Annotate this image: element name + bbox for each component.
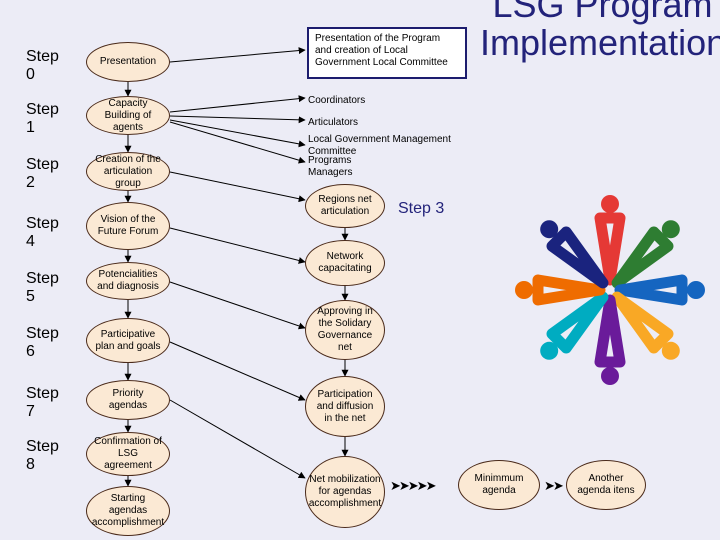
node-presentation: Presentation	[86, 42, 170, 82]
program-presentation-box: Presentation of the Program and creation…	[307, 27, 467, 79]
arrow-cross-1b	[169, 115, 306, 124]
arrow-cross-6	[169, 341, 306, 401]
page-title: LSG Program Implementation	[480, 0, 720, 63]
arrow-cross-1d	[169, 121, 306, 164]
step-label-2: Step 2	[26, 156, 59, 191]
chevrons-to-another-agenda: ➤➤	[544, 478, 564, 493]
arrow-cross-1c	[169, 119, 306, 148]
node-net-mobilization: Net mobilization for agendas accomplishm…	[305, 456, 385, 528]
node-participation-diffusion: Participation and diffusion in the net	[305, 376, 385, 437]
arrow-cross-5	[169, 281, 306, 330]
node-minimum-agenda: Minimmum agenda	[458, 460, 540, 510]
step-label-4: Step 4	[26, 215, 59, 250]
logo-figure	[611, 220, 680, 289]
step-label-6: Step 6	[26, 325, 59, 360]
node-starting-agendas: Starting agendas accomplishment	[86, 486, 170, 536]
step-label-8: Step 8	[26, 438, 59, 473]
logo-figure	[611, 291, 680, 360]
logo-figure	[540, 220, 609, 289]
step-3-label: Step 3	[398, 200, 445, 217]
node-solidary-governance: Approving in the Solidary Governance net	[305, 300, 385, 360]
node-regions-net: Regions net articulation	[305, 184, 385, 228]
node-lsg-agreement: Confirmation of LSG agreement	[86, 432, 170, 476]
step-label-5: Step 5	[26, 270, 59, 305]
step-label-0: Step 0	[26, 48, 59, 83]
node-participative-plan: Participative plan and goals	[86, 318, 170, 363]
arrow-cross-1a	[169, 95, 306, 113]
arrow-cross-4	[169, 227, 306, 264]
node-articulation-group: Creation of the articulation group	[86, 152, 170, 191]
arrow-cross-0	[169, 47, 306, 63]
arrow-cross-2	[169, 171, 306, 203]
lsg-logo	[515, 195, 705, 385]
step-label-7: Step 7	[26, 385, 59, 420]
logo-figure	[594, 195, 626, 286]
node-capacity-building: Capacity Building of agents	[86, 96, 170, 135]
logo-figure	[594, 294, 626, 385]
articulators-label: Articulators	[308, 117, 359, 128]
node-future-forum: Vision of the Future Forum	[86, 202, 170, 250]
logo-figure	[515, 274, 606, 306]
chevrons-to-minimum-agenda: ➤➤➤➤➤	[390, 478, 436, 493]
step-label-1: Step 1	[26, 101, 59, 136]
management-committee-label: Local Government Management Committee	[308, 134, 451, 157]
node-priority-agendas: Priority agendas	[86, 380, 170, 420]
coordinators-label: Coordinators	[308, 95, 366, 106]
arrow-cross-7	[169, 399, 306, 479]
logo-figure	[540, 291, 609, 360]
node-another-agenda: Another agenda itens	[566, 460, 646, 510]
programs-managers-label: Programs Managers	[308, 155, 353, 178]
logo-figure	[614, 274, 705, 306]
node-network-capacitating: Network capacitating	[305, 240, 385, 286]
node-diagnosis: Potencialities and diagnosis	[86, 262, 170, 300]
